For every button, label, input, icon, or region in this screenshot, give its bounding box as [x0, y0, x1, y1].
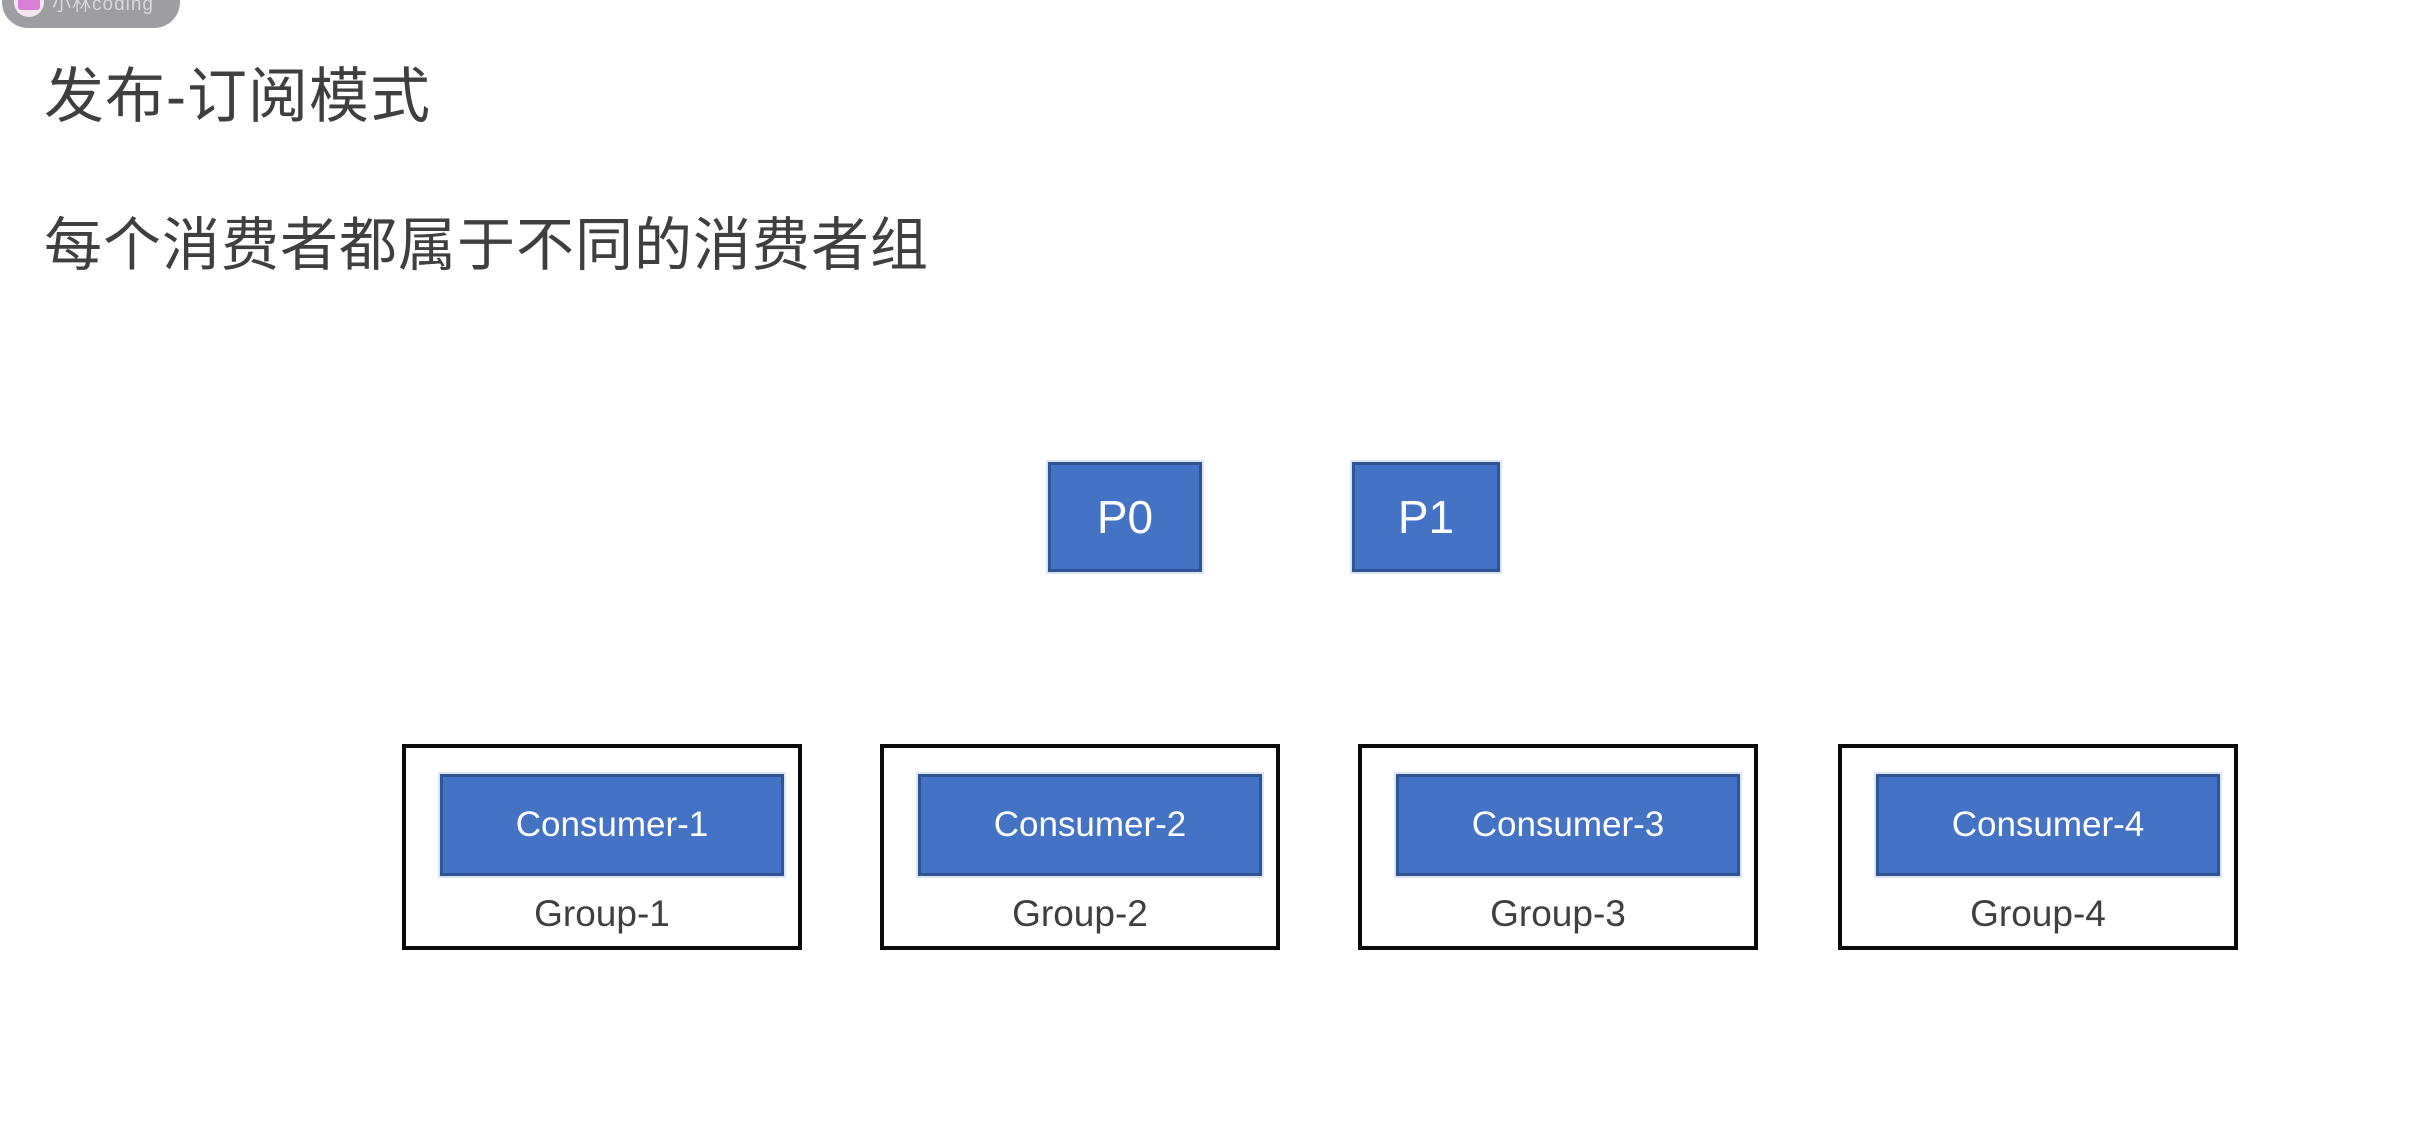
- consumer-group-box: Consumer-3 Group-3: [1358, 744, 1758, 950]
- consumer-box: Consumer-1: [440, 774, 784, 876]
- watermark-badge: 小林coding: [2, 0, 180, 28]
- consumer-box: Consumer-4: [1876, 774, 2220, 876]
- consumer-label: Consumer-1: [515, 805, 709, 844]
- group-label: Group-4: [1970, 893, 2106, 934]
- consumer-box: Consumer-3: [1396, 774, 1740, 876]
- page-title: 发布-订阅模式: [44, 63, 431, 130]
- consumer-label: Consumer-3: [1471, 805, 1665, 844]
- group-label: Group-3: [1490, 893, 1626, 934]
- watermark-label: 小林coding: [52, 0, 154, 15]
- group-label: Group-1: [534, 893, 670, 934]
- avatar-icon: [14, 0, 44, 17]
- consumer-label: Consumer-4: [1951, 805, 2145, 844]
- consumer-group-box: Consumer-1 Group-1: [402, 744, 802, 950]
- group-label: Group-2: [1012, 893, 1148, 934]
- partition-label: P0: [1096, 491, 1154, 543]
- partition-box-p1: P1: [1352, 462, 1500, 572]
- consumer-group-box: Consumer-2 Group-2: [880, 744, 1280, 950]
- partition-box-p0: P0: [1048, 462, 1202, 572]
- consumer-label: Consumer-2: [993, 805, 1187, 844]
- page-subtitle: 每个消费者都属于不同的消费者组: [44, 213, 930, 278]
- consumer-group-box: Consumer-4 Group-4: [1838, 744, 2238, 950]
- partition-label: P1: [1397, 491, 1455, 543]
- consumer-box: Consumer-2: [918, 774, 1262, 876]
